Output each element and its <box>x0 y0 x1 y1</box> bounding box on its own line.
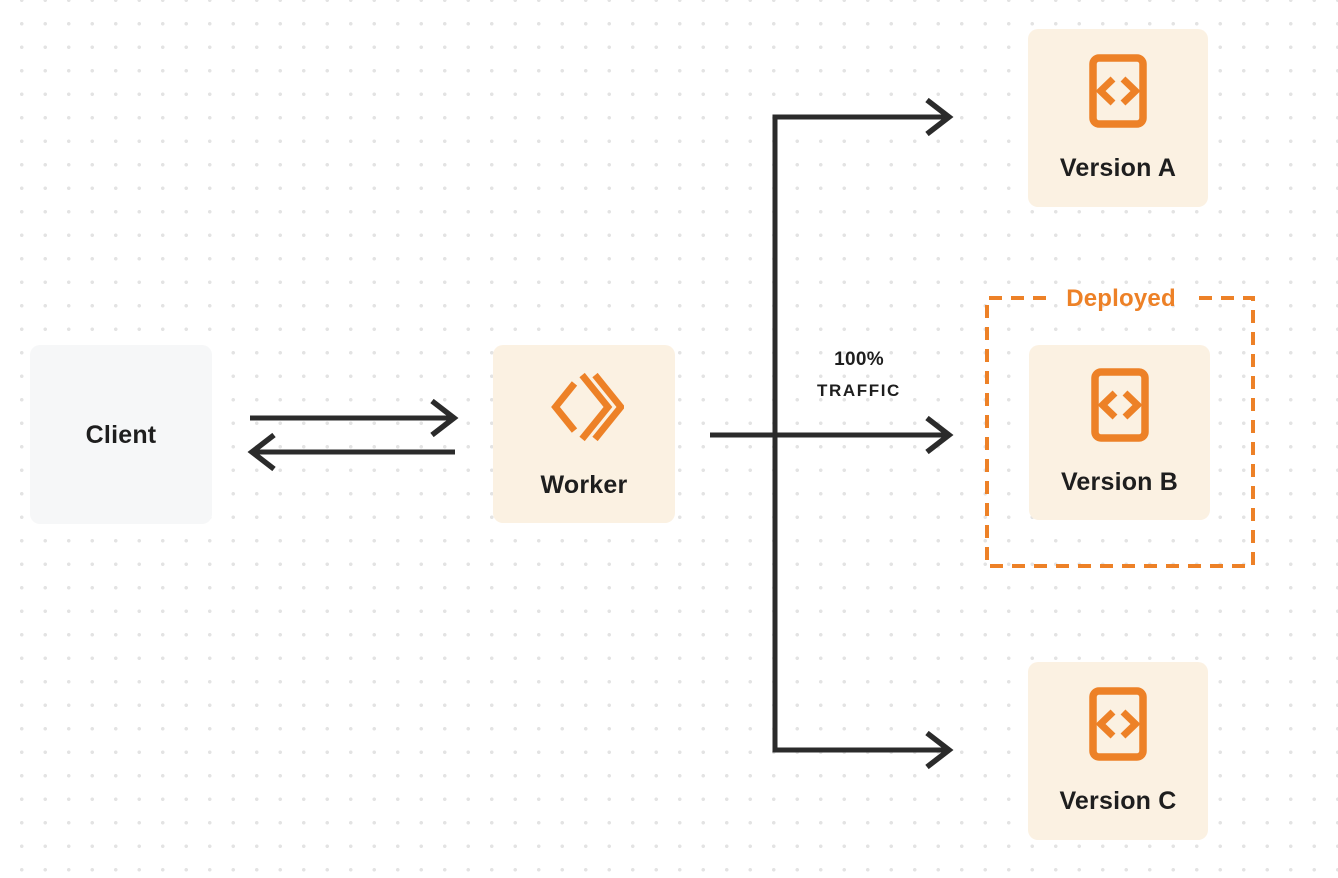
arrow-worker-to-client <box>247 432 455 472</box>
node-version-c: Version C <box>1028 662 1208 840</box>
traffic-annotation: 100% TRAFFIC <box>789 349 929 402</box>
version-c-label: Version C <box>1059 786 1177 815</box>
node-client: Client <box>30 345 212 524</box>
traffic-word: TRAFFIC <box>817 381 901 400</box>
worker-label: Worker <box>540 470 628 499</box>
version-a-label: Version A <box>1059 153 1177 182</box>
arrow-client-to-worker <box>250 398 459 438</box>
node-version-a: Version A <box>1028 29 1208 207</box>
traffic-percentage: 100% <box>834 349 884 370</box>
node-version-b: Version B <box>1029 345 1210 520</box>
node-worker: Worker <box>493 345 675 523</box>
arrow-worker-to-version-c <box>772 730 954 770</box>
workers-logo-icon <box>544 369 626 450</box>
code-file-icon <box>1089 686 1147 766</box>
deployed-group-label: Deployed <box>1066 285 1176 312</box>
code-file-icon <box>1089 53 1147 133</box>
code-file-icon <box>1090 368 1149 447</box>
arrow-worker-to-version-b <box>710 415 954 455</box>
client-label: Client <box>85 420 157 449</box>
arrow-worker-to-version-a <box>772 97 954 137</box>
version-b-label: Version B <box>1060 468 1179 496</box>
